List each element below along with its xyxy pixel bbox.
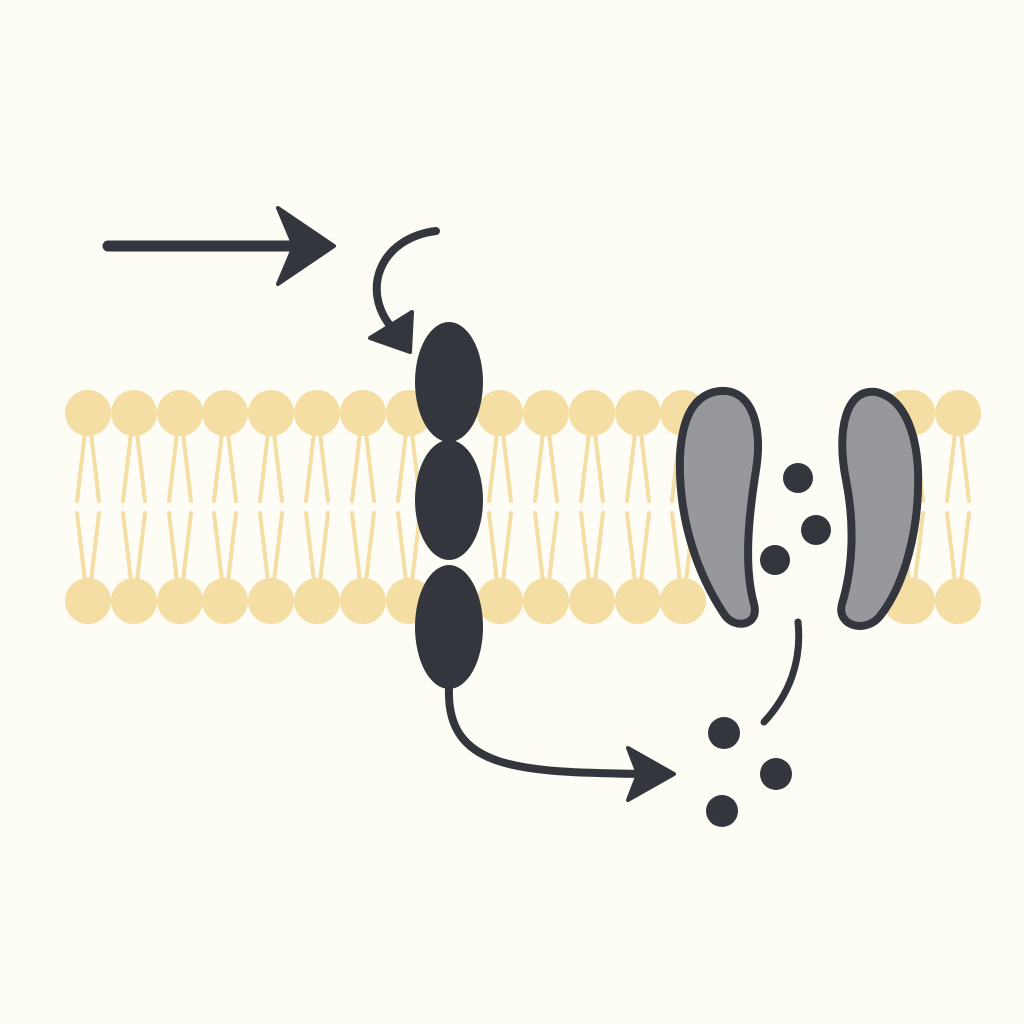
lipid-head bbox=[248, 578, 294, 624]
incoming-signal-arrow bbox=[102, 206, 336, 286]
lipid-tail bbox=[304, 431, 330, 503]
lipid-head bbox=[340, 578, 386, 624]
lipid-head bbox=[523, 578, 569, 624]
lipid-tail bbox=[579, 511, 605, 583]
lipid-head bbox=[294, 390, 340, 436]
lipid-tail bbox=[533, 431, 559, 503]
channel-subunit-right bbox=[837, 387, 923, 630]
lipid-tail bbox=[487, 511, 513, 583]
receptor-segment-bottom bbox=[415, 565, 483, 689]
released-ions bbox=[706, 717, 792, 827]
ion-channel bbox=[675, 386, 923, 630]
receptor-segment-middle bbox=[415, 440, 483, 560]
lipid-head bbox=[111, 578, 157, 624]
lipid-tail bbox=[304, 511, 330, 583]
lipid-tail bbox=[625, 511, 651, 583]
lipid-tail bbox=[212, 511, 238, 583]
lipid-tail bbox=[533, 511, 559, 583]
ion-particle bbox=[708, 717, 740, 749]
lipid-tail bbox=[75, 511, 101, 583]
lipid-tail bbox=[75, 431, 101, 503]
lipid-tail bbox=[167, 431, 193, 503]
lipid-tail bbox=[945, 431, 971, 503]
lipid-tail bbox=[167, 511, 193, 583]
lipid-head bbox=[615, 390, 661, 436]
lipid-tail bbox=[258, 511, 284, 583]
lipid-tail bbox=[487, 431, 513, 503]
intracellular-signal-arrow bbox=[444, 684, 676, 802]
lipid-head bbox=[569, 390, 615, 436]
lipid-head bbox=[340, 390, 386, 436]
ions-in-channel bbox=[760, 463, 831, 575]
ion-release-path bbox=[760, 618, 803, 726]
lipid-head bbox=[477, 578, 523, 624]
ligand-binding-arrow bbox=[368, 227, 440, 354]
receptor-segment-top bbox=[415, 322, 483, 442]
lipid-head bbox=[523, 390, 569, 436]
ion-particle bbox=[801, 515, 831, 545]
lipid-tail bbox=[350, 431, 376, 503]
channel-subunit-left bbox=[675, 386, 763, 628]
lipid-head bbox=[569, 578, 615, 624]
lipid-head bbox=[294, 578, 340, 624]
lipid-tail bbox=[350, 511, 376, 583]
lipid-head bbox=[202, 390, 248, 436]
lipid-head bbox=[935, 578, 981, 624]
lipid-tail bbox=[121, 431, 147, 503]
ion-particle bbox=[760, 758, 792, 790]
lipid-head bbox=[248, 390, 294, 436]
ion-particle bbox=[706, 795, 738, 827]
lipid-head bbox=[111, 390, 157, 436]
ion-particle bbox=[783, 463, 813, 493]
lipid-head bbox=[157, 578, 203, 624]
lipid-head bbox=[157, 390, 203, 436]
lipid-tail bbox=[121, 511, 147, 583]
lipid-tail bbox=[625, 431, 651, 503]
ion-particle bbox=[760, 545, 790, 575]
lipid-head bbox=[65, 578, 111, 624]
lipid-head bbox=[660, 578, 706, 624]
transmembrane-receptor bbox=[415, 322, 483, 689]
lipid-head bbox=[615, 578, 661, 624]
lipid-tail bbox=[579, 431, 605, 503]
lipid-head bbox=[935, 390, 981, 436]
lipid-tail bbox=[945, 511, 971, 583]
lipid-head bbox=[202, 578, 248, 624]
lipid-tail bbox=[212, 431, 238, 503]
lipid-tail bbox=[258, 431, 284, 503]
lipid-head bbox=[477, 390, 523, 436]
lipid-head bbox=[65, 390, 111, 436]
